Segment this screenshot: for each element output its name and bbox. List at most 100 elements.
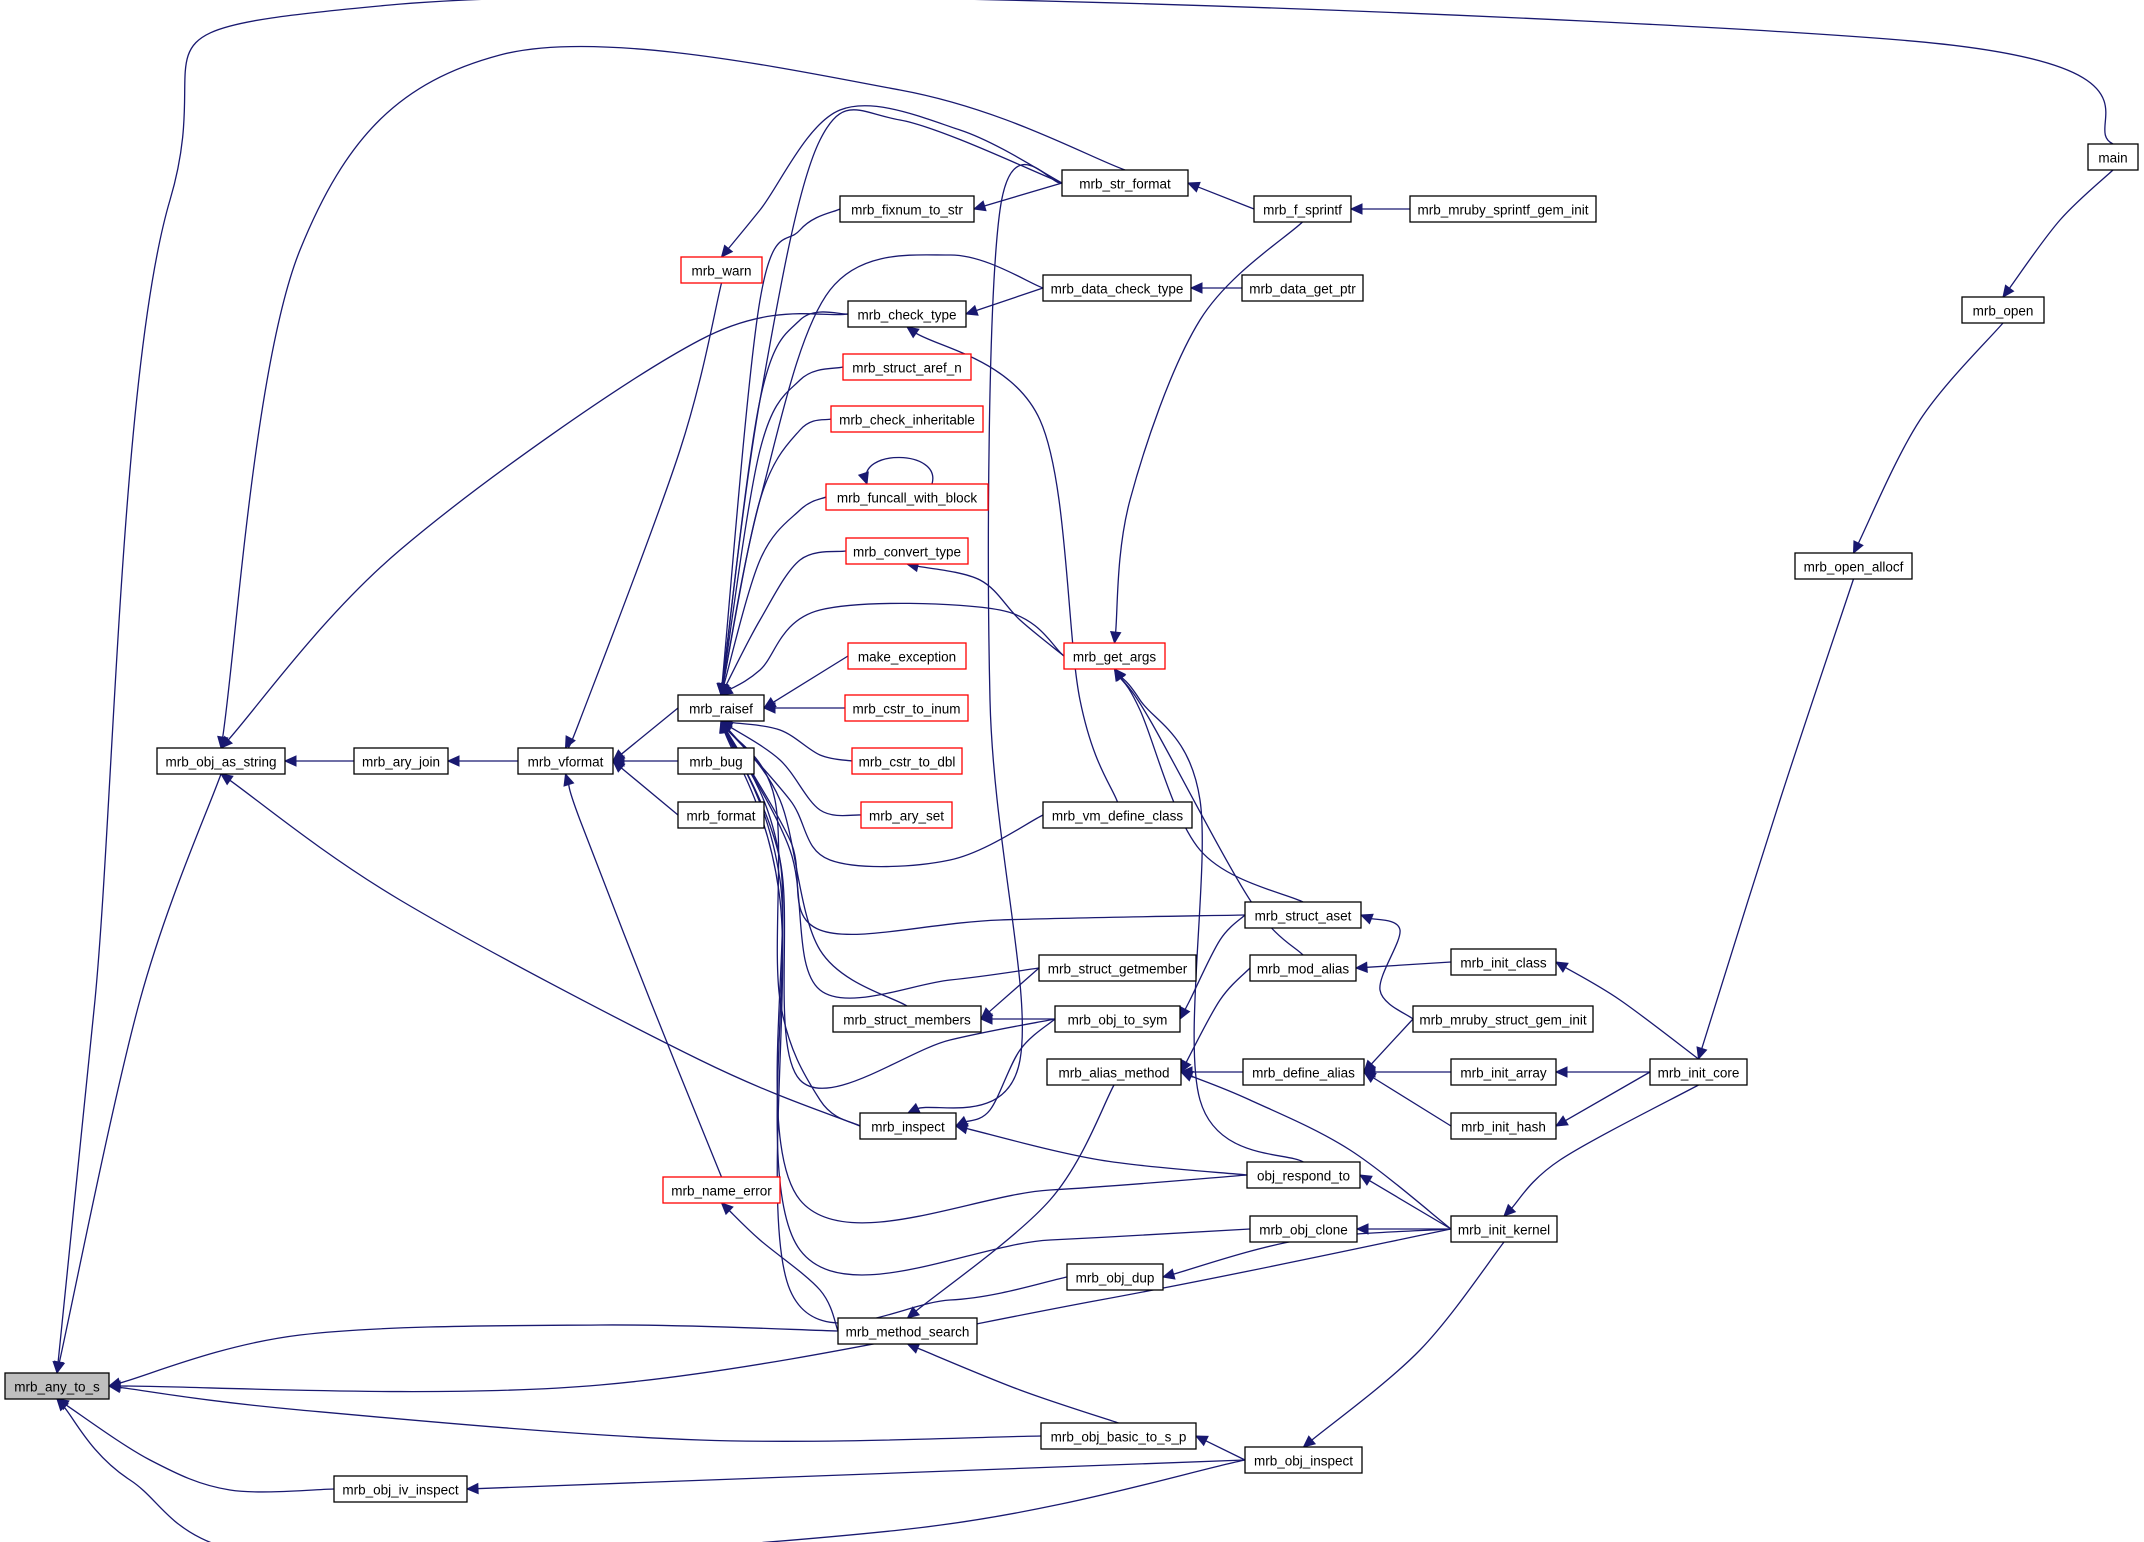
node-box[interactable] bbox=[1061, 169, 1189, 197]
node-box[interactable] bbox=[842, 353, 972, 381]
node-box[interactable] bbox=[680, 256, 763, 284]
node-mrb-get-args[interactable]: mrb_get_args bbox=[1063, 642, 1166, 670]
node-box[interactable] bbox=[677, 694, 765, 722]
node-box[interactable] bbox=[1066, 1263, 1164, 1291]
node-mrb-mruby-sprintf-gem-init[interactable]: mrb_mruby_sprintf_gem_init bbox=[1409, 195, 1597, 223]
node-mrb-inspect[interactable]: mrb_inspect bbox=[859, 1112, 957, 1140]
node-box[interactable] bbox=[1253, 195, 1352, 223]
node-mrb-format[interactable]: mrb_format bbox=[677, 801, 765, 829]
node-mrb-convert-type[interactable]: mrb_convert_type bbox=[845, 537, 969, 565]
node-box[interactable] bbox=[156, 747, 286, 775]
node-mrb-open[interactable]: mrb_open bbox=[1961, 296, 2045, 324]
node-mrb-warn[interactable]: mrb_warn bbox=[680, 256, 763, 284]
node-box[interactable] bbox=[825, 483, 989, 511]
node-mrb-struct-members[interactable]: mrb_struct_members bbox=[832, 1005, 982, 1033]
node-box[interactable] bbox=[860, 801, 953, 829]
node-mrb-vm-define-class[interactable]: mrb_vm_define_class bbox=[1042, 801, 1193, 829]
node-box[interactable] bbox=[1038, 954, 1197, 982]
node-mrb-cstr-to-inum[interactable]: mrb_cstr_to_inum bbox=[844, 694, 969, 722]
node-mrb-data-get-ptr[interactable]: mrb_data_get_ptr bbox=[1241, 274, 1364, 302]
node-mrb-cstr-to-dbl[interactable]: mrb_cstr_to_dbl bbox=[851, 747, 963, 775]
node-mrb-struct-aset[interactable]: mrb_struct_aset bbox=[1244, 901, 1362, 929]
node-mrb-obj-inspect[interactable]: mrb_obj_inspect bbox=[1244, 1446, 1363, 1474]
node-box[interactable] bbox=[1249, 1215, 1358, 1243]
node-box[interactable] bbox=[844, 694, 969, 722]
node-mrb-funcall-with-block[interactable]: mrb_funcall_with_block bbox=[825, 483, 989, 511]
node-box[interactable] bbox=[333, 1475, 468, 1503]
node-mrb-vformat[interactable]: mrb_vformat bbox=[517, 747, 614, 775]
node-box[interactable] bbox=[677, 801, 765, 829]
node-mrb-init-kernel[interactable]: mrb_init_kernel bbox=[1450, 1215, 1558, 1243]
node-box[interactable] bbox=[1063, 642, 1166, 670]
node-box[interactable] bbox=[1409, 195, 1597, 223]
node-box[interactable] bbox=[851, 747, 963, 775]
node-make-exception[interactable]: make_exception bbox=[847, 642, 967, 670]
node-mrb-any-to-s[interactable]: mrb_any_to_s bbox=[4, 1372, 110, 1400]
node-box[interactable] bbox=[1241, 274, 1364, 302]
node-box[interactable] bbox=[1961, 296, 2045, 324]
node-box[interactable] bbox=[845, 537, 969, 565]
node-box[interactable] bbox=[1244, 901, 1362, 929]
node-box[interactable] bbox=[1450, 1215, 1558, 1243]
node-mrb-str-format[interactable]: mrb_str_format bbox=[1061, 169, 1189, 197]
node-box[interactable] bbox=[1040, 1422, 1197, 1450]
node-box[interactable] bbox=[837, 1317, 978, 1345]
node-mrb-mod-alias[interactable]: mrb_mod_alias bbox=[1249, 954, 1357, 982]
node-box[interactable] bbox=[847, 642, 967, 670]
node-mrb-obj-to-sym[interactable]: mrb_obj_to_sym bbox=[1054, 1005, 1181, 1033]
node-box[interactable] bbox=[830, 405, 984, 433]
node-main[interactable]: main bbox=[2087, 143, 2139, 171]
node-mrb-obj-as-string[interactable]: mrb_obj_as_string bbox=[156, 747, 286, 775]
node-box[interactable] bbox=[517, 747, 614, 775]
node-mrb-init-hash[interactable]: mrb_init_hash bbox=[1450, 1112, 1557, 1140]
node-box[interactable] bbox=[1046, 1058, 1182, 1086]
node-box[interactable] bbox=[677, 747, 755, 775]
node-mrb-check-inheritable[interactable]: mrb_check_inheritable bbox=[830, 405, 984, 433]
node-mrb-name-error[interactable]: mrb_name_error bbox=[662, 1176, 781, 1204]
node-box[interactable] bbox=[1450, 1058, 1557, 1086]
node-mrb-obj-iv-inspect[interactable]: mrb_obj_iv_inspect bbox=[333, 1475, 468, 1503]
node-mrb-obj-dup[interactable]: mrb_obj_dup bbox=[1066, 1263, 1164, 1291]
node-box[interactable] bbox=[1042, 801, 1193, 829]
node-mrb-init-array[interactable]: mrb_init_array bbox=[1450, 1058, 1557, 1086]
node-box[interactable] bbox=[1246, 1161, 1361, 1189]
node-obj-respond-to[interactable]: obj_respond_to bbox=[1246, 1161, 1361, 1189]
node-mrb-f-sprintf[interactable]: mrb_f_sprintf bbox=[1253, 195, 1352, 223]
node-mrb-fixnum-to-str[interactable]: mrb_fixnum_to_str bbox=[839, 195, 975, 223]
node-mrb-struct-getmember[interactable]: mrb_struct_getmember bbox=[1038, 954, 1197, 982]
node-mrb-check-type[interactable]: mrb_check_type bbox=[847, 300, 967, 328]
node-mrb-ary-set[interactable]: mrb_ary_set bbox=[860, 801, 953, 829]
node-mrb-raisef[interactable]: mrb_raisef bbox=[677, 694, 765, 722]
node-box[interactable] bbox=[1412, 1005, 1594, 1033]
node-box[interactable] bbox=[1249, 954, 1357, 982]
node-box[interactable] bbox=[353, 747, 449, 775]
node-box[interactable] bbox=[662, 1176, 781, 1204]
node-box[interactable] bbox=[1042, 274, 1192, 302]
node-box[interactable] bbox=[1054, 1005, 1181, 1033]
node-mrb-init-core[interactable]: mrb_init_core bbox=[1649, 1058, 1748, 1086]
node-box[interactable] bbox=[832, 1005, 982, 1033]
node-box[interactable] bbox=[847, 300, 967, 328]
node-mrb-method-search[interactable]: mrb_method_search bbox=[837, 1317, 978, 1345]
node-box[interactable] bbox=[4, 1372, 110, 1400]
node-mrb-obj-clone[interactable]: mrb_obj_clone bbox=[1249, 1215, 1358, 1243]
node-mrb-define-alias[interactable]: mrb_define_alias bbox=[1242, 1058, 1365, 1086]
node-mrb-obj-basic-to-s-p[interactable]: mrb_obj_basic_to_s_p bbox=[1040, 1422, 1197, 1450]
node-mrb-struct-aref-n[interactable]: mrb_struct_aref_n bbox=[842, 353, 972, 381]
node-mrb-bug[interactable]: mrb_bug bbox=[677, 747, 755, 775]
node-box[interactable] bbox=[1450, 948, 1557, 976]
node-mrb-open-allocf[interactable]: mrb_open_allocf bbox=[1794, 552, 1913, 580]
node-mrb-mruby-struct-gem-init[interactable]: mrb_mruby_struct_gem_init bbox=[1412, 1005, 1594, 1033]
node-box[interactable] bbox=[839, 195, 975, 223]
node-box[interactable] bbox=[1649, 1058, 1748, 1086]
node-mrb-alias-method[interactable]: mrb_alias_method bbox=[1046, 1058, 1182, 1086]
node-box[interactable] bbox=[2087, 143, 2139, 171]
node-mrb-init-class[interactable]: mrb_init_class bbox=[1450, 948, 1557, 976]
node-box[interactable] bbox=[1450, 1112, 1557, 1140]
node-box[interactable] bbox=[1244, 1446, 1363, 1474]
node-mrb-data-check-type[interactable]: mrb_data_check_type bbox=[1042, 274, 1192, 302]
node-box[interactable] bbox=[1794, 552, 1913, 580]
node-box[interactable] bbox=[859, 1112, 957, 1140]
node-box[interactable] bbox=[1242, 1058, 1365, 1086]
node-mrb-ary-join[interactable]: mrb_ary_join bbox=[353, 747, 449, 775]
